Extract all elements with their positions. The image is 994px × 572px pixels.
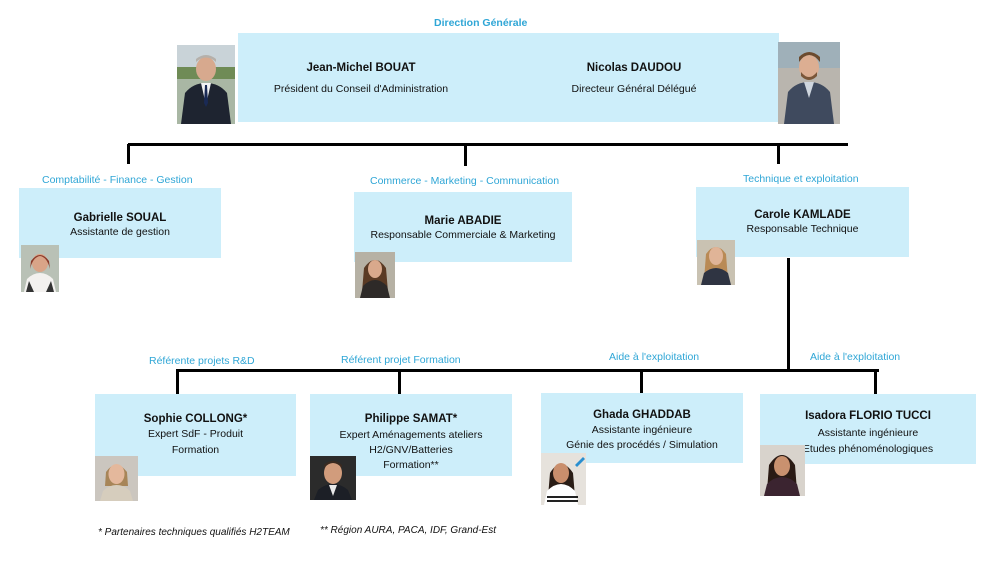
connector-dept-3 (777, 144, 780, 164)
dept-1-photo (21, 245, 59, 292)
dept-2-photo (355, 252, 395, 298)
connector-team-3 (640, 370, 643, 394)
team-3-line-2: Génie des procédés / Simulation (566, 439, 718, 451)
team-4-line-2: Etudes phénoménologiques (802, 443, 934, 455)
connector-team-4 (874, 370, 877, 394)
connector-dept-2 (464, 144, 467, 166)
team-1-line-1: Expert SdF - Produit (147, 428, 244, 440)
dept-1-name: Gabrielle SOUAL (73, 212, 167, 224)
connector-horizontal-team (176, 369, 879, 372)
team-2-photo (310, 456, 356, 500)
team-1-caption: Référente projets R&D (149, 355, 255, 367)
team-2-line-1: Expert Aménagements ateliers (339, 429, 483, 441)
team-1-photo (95, 456, 138, 501)
dept-2-role: Responsable Commerciale & Marketing (370, 229, 556, 241)
team-1-line-2: Formation (171, 444, 220, 456)
direction-right-name: Nicolas DAUDOU (586, 62, 682, 74)
team-2-caption: Référent projet Formation (341, 354, 461, 366)
team-4-name: Isadora FLORIO TUCCI (805, 410, 931, 422)
direction-box: Jean-Michel BOUAT Président du Conseil d… (238, 33, 779, 122)
team-2-box: Philippe SAMAT* Expert Aménagements atel… (310, 394, 512, 476)
dept-3-role: Responsable Technique (746, 223, 859, 235)
team-4-line-1: Assistante ingénieure (817, 427, 919, 439)
team-1-name: Sophie COLLONG* (143, 413, 248, 425)
team-3-line-1: Assistante ingénieure (591, 424, 693, 436)
connector-team-1 (176, 370, 179, 394)
director-right-photo (778, 42, 840, 124)
director-left-photo (177, 45, 235, 124)
connector-team-2 (398, 370, 401, 394)
team-3-caption: Aide à l'exploitation (609, 351, 700, 363)
footnote-regions: ** Région AURA, PACA, IDF, Grand-Est (320, 525, 496, 536)
direction-left-role: Président du Conseil d'Administration (273, 83, 449, 95)
direction-right-role: Directeur Général Délégué (571, 83, 697, 95)
team-4-caption: Aide à l'exploitation (810, 351, 901, 363)
dept-3-name: Carole KAMLADE (754, 209, 851, 221)
dept-2-caption: Commerce - Marketing - Communication (370, 175, 560, 187)
direction-caption: Direction Générale (434, 17, 528, 29)
direction-left-name: Jean-Michel BOUAT (306, 62, 416, 74)
team-3-photo (541, 453, 586, 505)
team-3-box: Ghada GHADDAB Assistante ingénieure Géni… (541, 393, 743, 463)
connector-dept-1 (127, 144, 130, 164)
dept-3-caption: Technique et exploitation (743, 173, 859, 185)
team-2-line-3: Formation** (383, 459, 439, 471)
team-3-name: Ghada GHADDAB (593, 409, 691, 421)
team-2-line-2: H2/GNV/Batteries (369, 444, 453, 456)
footnote-partners: * Partenaires techniques qualifiés H2TEA… (98, 527, 290, 538)
team-4-box: Isadora FLORIO TUCCI Assistante ingénieu… (760, 394, 976, 464)
team-4-photo (760, 445, 805, 496)
connector-tech-down (787, 258, 790, 370)
dept-1-role: Assistante de gestion (70, 226, 170, 238)
dept-2-name: Marie ABADIE (424, 215, 502, 227)
team-1-box: Sophie COLLONG* Expert SdF - Produit For… (95, 394, 296, 476)
dept-1-caption: Comptabilité - Finance - Gestion (42, 174, 193, 186)
connector-horizontal-top (128, 143, 848, 146)
dept-3-photo (697, 240, 735, 285)
dept-2-box: Marie ABADIE Responsable Commerciale & M… (354, 192, 572, 262)
team-2-name: Philippe SAMAT* (364, 413, 458, 425)
